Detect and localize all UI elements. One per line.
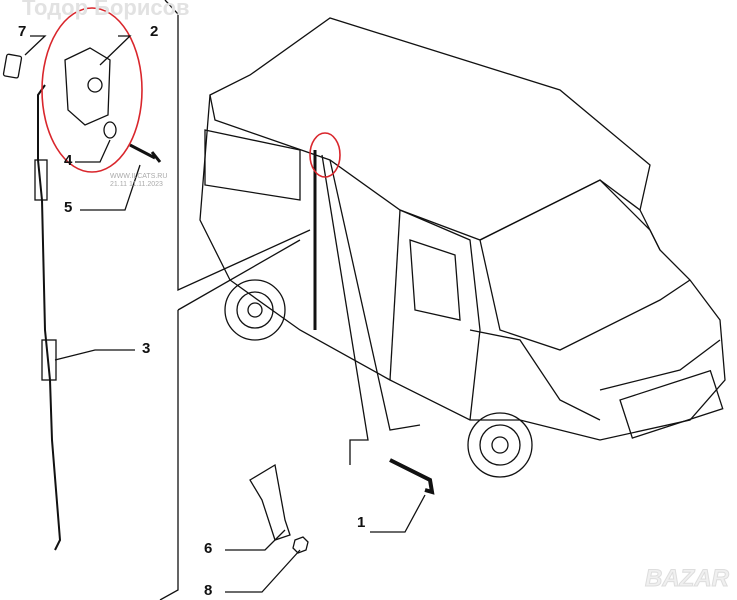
callout-7: 7 <box>18 23 27 40</box>
part-4-washer <box>103 121 117 139</box>
leader-line <box>54 349 135 361</box>
callout-6: 6 <box>204 540 213 557</box>
part-6-bracket <box>249 463 291 541</box>
part-3-rod <box>34 84 62 551</box>
watermark: Тодор Борисов <box>22 0 190 20</box>
part-5-bolt <box>129 143 162 163</box>
bazar-logo: BAZAR <box>645 565 730 592</box>
part-8-nut <box>292 536 309 554</box>
part-1-bolt <box>389 458 435 495</box>
divider-line <box>164 0 311 292</box>
callout-2: 2 <box>150 23 159 40</box>
divider-line <box>159 310 179 600</box>
callout-4: 4 <box>64 152 73 169</box>
leader-line <box>99 35 132 66</box>
stamp-date: 21.11 11.11.2023 <box>110 181 163 188</box>
leader-line <box>370 494 426 533</box>
callout-1: 1 <box>357 514 366 531</box>
leader-line <box>80 164 141 211</box>
leader-line <box>225 549 301 593</box>
part-7-clip <box>2 53 23 79</box>
leader-line <box>75 139 111 163</box>
callout-5: 5 <box>64 199 73 216</box>
part-2-lock <box>64 47 111 126</box>
leader-line <box>321 154 369 465</box>
van-illustration <box>199 17 726 478</box>
leader-line <box>24 35 47 56</box>
leader-line <box>225 529 286 551</box>
stamp-site: WWW.ILCATS.RU <box>110 173 168 180</box>
highlight-circle <box>41 7 143 173</box>
divider-line <box>177 239 301 311</box>
callout-8: 8 <box>204 582 213 599</box>
callout-3: 3 <box>142 340 151 357</box>
highlight-circle <box>309 132 341 178</box>
